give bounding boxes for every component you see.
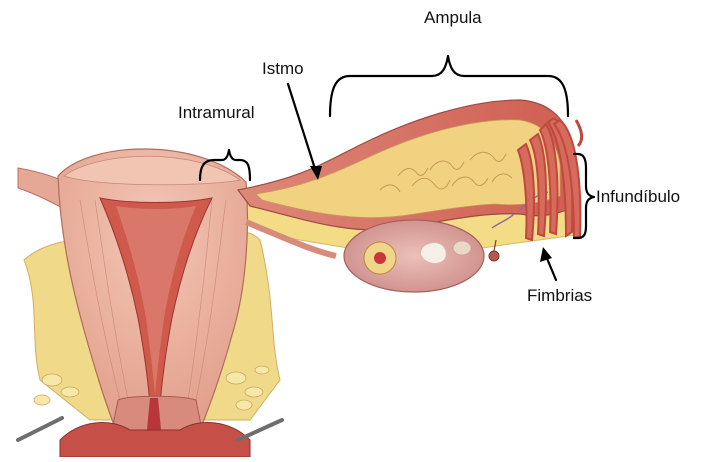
label-ampula: Ampula xyxy=(424,9,482,26)
fimbrias-pointer-line xyxy=(546,256,556,280)
hydatid-cyst xyxy=(489,251,499,261)
label-istmo: Istmo xyxy=(262,60,304,77)
fimbrias-arrowhead xyxy=(540,247,552,262)
label-fimbrias: Fimbrias xyxy=(527,287,592,304)
label-infundibulo: Infundíbulo xyxy=(596,188,680,205)
tube-end-tag xyxy=(576,120,582,146)
label-intramural: Intramural xyxy=(178,104,255,121)
istmo-pointer-line xyxy=(288,84,316,172)
ovarian-follicle-small xyxy=(453,241,471,255)
ovarian-follicle-center xyxy=(374,252,386,264)
